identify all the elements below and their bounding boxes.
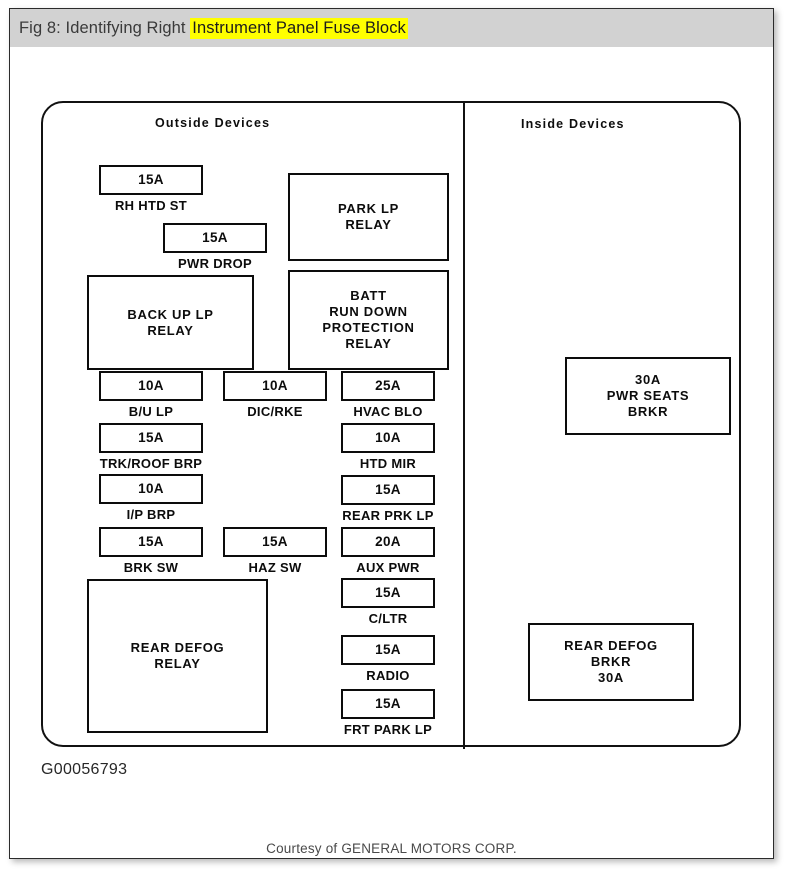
fuse-rating: 15A (138, 430, 164, 445)
relay-back-up-lp[interactable]: BACK UP LP RELAY (87, 275, 254, 370)
fuse-pwr-drop[interactable]: 15A (163, 223, 267, 253)
breaker-line: PWR SEATS (606, 388, 690, 403)
fuse-rating: 25A (375, 378, 401, 393)
fuse-label-htd-mir: HTD MIR (359, 456, 417, 471)
fuse-rating: 20A (375, 534, 401, 549)
fuse-radio[interactable]: 15A (341, 635, 435, 665)
breaker-line: BRKR (627, 404, 669, 419)
fuse-label-hvac-blo: HVAC BLO (353, 404, 423, 419)
relay-line: PROTECTION (322, 320, 415, 335)
relay-line: RUN DOWN (329, 304, 408, 319)
fuse-bu-lp[interactable]: 10A (99, 371, 203, 401)
fuse-rear-prk-lp[interactable]: 15A (341, 475, 435, 505)
relay-batt-run-down-protection[interactable]: BATT RUN DOWN PROTECTION RELAY (288, 270, 449, 370)
fuse-dic-rke[interactable]: 10A (223, 371, 327, 401)
fuse-rating: 15A (262, 534, 288, 549)
courtesy-footer: Courtesy of GENERAL MOTORS CORP. (266, 841, 517, 856)
fuse-label-radio: RADIO (366, 668, 410, 683)
relay-line: RELAY (345, 336, 392, 351)
fuse-label-frt-park-lp: FRT PARK LP (343, 722, 433, 737)
breaker-line: 30A (598, 670, 624, 685)
breaker-line: REAR DEFOG (564, 638, 658, 653)
caption-prefix: Fig 8: Identifying Right (19, 18, 191, 37)
figure-caption-bar: Fig 8: Identifying Right Instrument Pane… (10, 9, 773, 47)
breaker-pwr-seats[interactable]: 30A PWR SEATS BRKR (565, 357, 731, 435)
panel-divider (463, 103, 465, 749)
fuse-label-rear-prk-lp: REAR PRK LP (342, 508, 434, 523)
fuse-c-ltr[interactable]: 15A (341, 578, 435, 608)
document-frame: Fig 8: Identifying Right Instrument Pane… (9, 8, 774, 859)
fuse-rating: 15A (375, 642, 401, 657)
section-header-outside-devices: Outside Devices (155, 116, 271, 130)
fuse-rh-htd-st[interactable]: 15A (99, 165, 203, 195)
breaker-rear-defog[interactable]: REAR DEFOG BRKR 30A (528, 623, 694, 701)
fuse-label-haz-sw: HAZ SW (248, 560, 302, 575)
fuse-trk-roof-brp[interactable]: 15A (99, 423, 203, 453)
fuse-rating: 15A (202, 230, 228, 245)
relay-line: RELAY (147, 322, 194, 338)
relay-park-lp[interactable]: PARK LP RELAY (288, 173, 449, 261)
breaker-line: BRKR (590, 654, 632, 669)
fuse-rating: 15A (138, 172, 164, 187)
relay-line: BACK UP LP (127, 306, 214, 322)
fuse-haz-sw[interactable]: 15A (223, 527, 327, 557)
relay-line: BATT (350, 288, 387, 303)
fuse-label-aux-pwr: AUX PWR (356, 560, 420, 575)
relay-line: PARK LP (338, 201, 399, 216)
fuse-block-panel: Outside Devices Inside Devices 15A RH HT… (41, 101, 741, 749)
fuse-rating: 10A (375, 430, 401, 445)
relay-line: RELAY (154, 656, 201, 671)
fuse-brk-sw[interactable]: 15A (99, 527, 203, 557)
breaker-line: 30A (635, 372, 661, 387)
fuse-htd-mir[interactable]: 10A (341, 423, 435, 453)
fuse-label-rh-htd-st: RH HTD ST (114, 198, 188, 213)
fuse-rating: 15A (138, 534, 164, 549)
fuse-rating: 10A (262, 378, 288, 393)
fuse-label-trk-roof-brp: TRK/ROOF BRP (99, 456, 203, 471)
figure-id-label: G00056793 (41, 761, 128, 778)
figure-caption: Fig 8: Identifying Right Instrument Pane… (19, 17, 408, 39)
fuse-label-pwr-drop: PWR DROP (178, 256, 252, 271)
fuse-hvac-blo[interactable]: 25A (341, 371, 435, 401)
fuse-rating: 15A (375, 696, 401, 711)
relay-line: RELAY (345, 217, 392, 232)
fuse-label-c-ltr: C/LTR (368, 611, 408, 626)
fuse-rating: 15A (375, 482, 401, 497)
fuse-label-bu-lp: B/U LP (128, 404, 174, 419)
fuse-label-dic-rke: DIC/RKE (247, 404, 303, 419)
caption-highlight: Instrument Panel Fuse Block (190, 17, 408, 39)
fuse-rating: 10A (138, 481, 164, 496)
section-header-inside-devices: Inside Devices (521, 117, 625, 131)
fuse-ip-brp[interactable]: 10A (99, 474, 203, 504)
fuse-rating: 15A (375, 585, 401, 600)
relay-rear-defog[interactable]: REAR DEFOG RELAY (87, 579, 268, 733)
relay-line: REAR DEFOG (130, 640, 225, 655)
fuse-label-ip-brp: I/P BRP (126, 507, 176, 522)
fuse-frt-park-lp[interactable]: 15A (341, 689, 435, 719)
fuse-rating: 10A (138, 378, 164, 393)
fuse-label-brk-sw: BRK SW (123, 560, 179, 575)
fuse-aux-pwr[interactable]: 20A (341, 527, 435, 557)
